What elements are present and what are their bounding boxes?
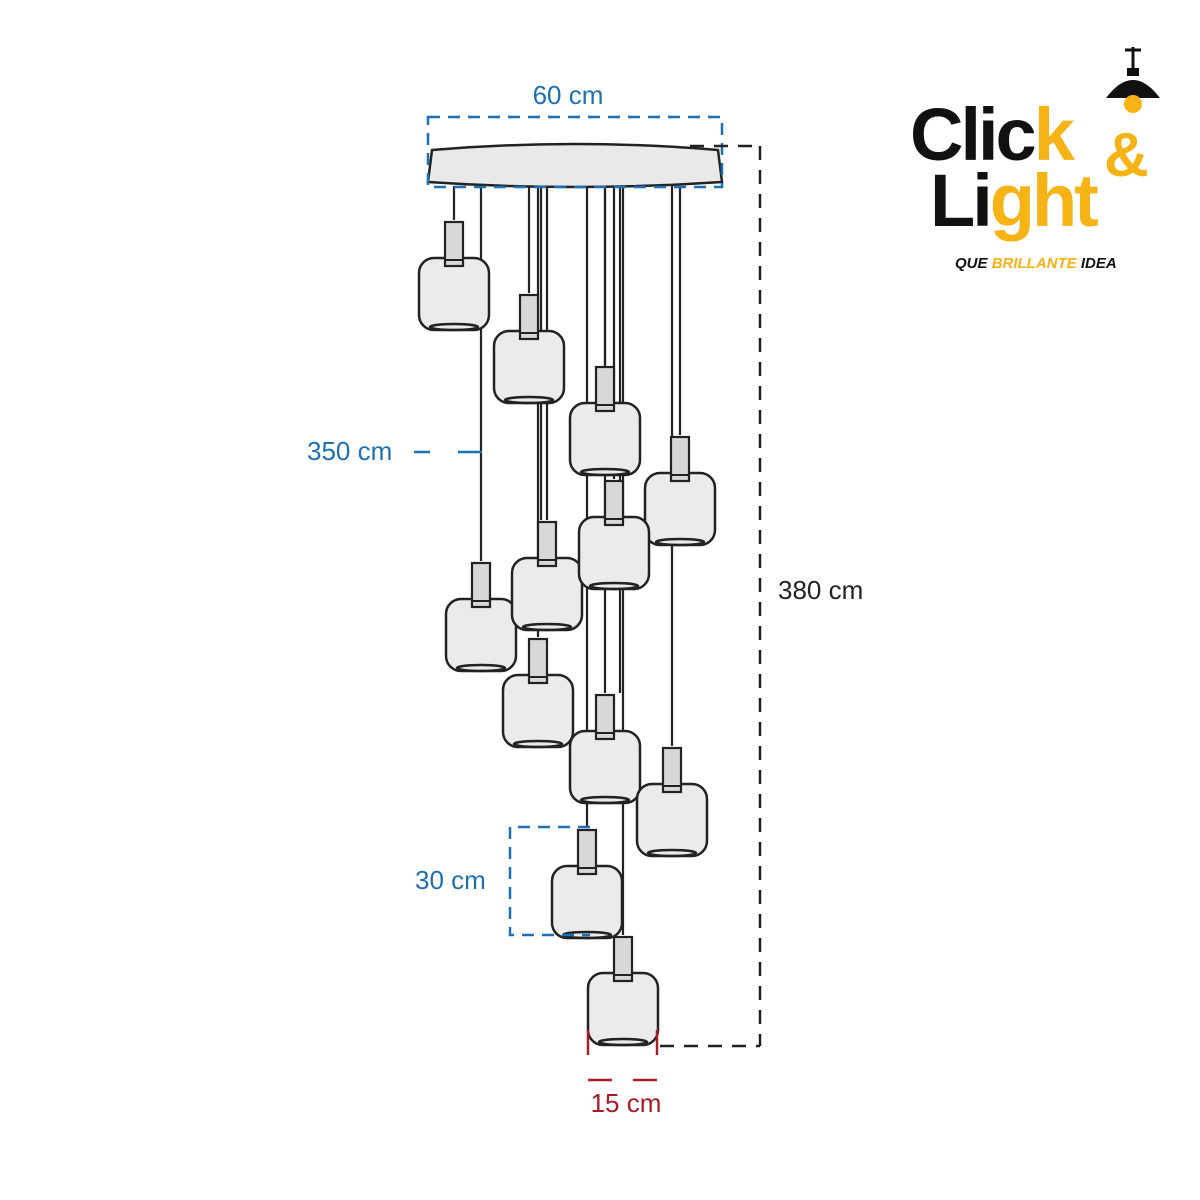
logo-word-click: Clic — [910, 93, 1035, 176]
svg-text:Click: Click — [910, 93, 1076, 176]
ceiling-canopy — [426, 142, 724, 189]
logo-tagline-brillante: BRILLANTE — [992, 255, 1078, 272]
dim-height-label: 380 cm — [778, 575, 863, 605]
svg-text:QUE BRILLANTE IDEA: QUE BRILLANTE IDEA — [955, 255, 1117, 272]
brand-logo: Click & Light QUE BRILLANTE IDEA — [910, 47, 1160, 272]
pendant-lamp — [568, 693, 642, 805]
pendant-lamp — [417, 220, 491, 332]
shade-rim — [455, 663, 507, 673]
lamp-socket — [612, 935, 634, 983]
glass-shade — [586, 971, 660, 1047]
glass-shade — [577, 515, 651, 591]
lamp-socket — [576, 828, 598, 876]
pendant-lamp — [568, 365, 642, 477]
shade-rim — [512, 739, 564, 749]
dim-cable-label: 350 cm — [307, 436, 392, 466]
pendant-lamp — [550, 828, 624, 940]
glass-shade — [568, 729, 642, 805]
lamp-socket — [594, 693, 616, 741]
pendant-lamp — [492, 293, 566, 405]
glass-shade — [417, 256, 491, 332]
lamp-socket — [518, 293, 540, 341]
pendant-lamp — [577, 479, 651, 591]
glass-shade — [550, 864, 624, 940]
logo-word-click-k: k — [1034, 93, 1076, 176]
shade-rim — [579, 467, 631, 477]
lamp-socket — [594, 365, 616, 413]
shade-rim — [503, 395, 555, 405]
dim-shade-height-marker — [508, 825, 590, 937]
shade-rim — [428, 322, 480, 332]
lamp-socket — [536, 520, 558, 568]
glass-shade — [501, 673, 575, 749]
pendant-group — [417, 220, 717, 1047]
shade-rim — [597, 1037, 649, 1047]
logo-lamp-icon — [1106, 47, 1160, 113]
logo-word-light: Li — [930, 159, 990, 242]
pendant-lamp — [635, 746, 709, 858]
glass-shade — [635, 782, 709, 858]
glass-shade — [444, 597, 518, 673]
lamp-socket — [669, 435, 691, 483]
lamp-socket — [470, 561, 492, 609]
glass-shade — [643, 471, 717, 547]
dim-width-marker — [426, 115, 724, 189]
dim-height-marker — [660, 144, 762, 1048]
shade-rim — [588, 581, 640, 591]
logo-tagline-idea: IDEA — [1077, 255, 1117, 272]
dim-shade-width-marker — [586, 1030, 659, 1082]
pendant-lamp — [501, 637, 575, 749]
lamp-socket — [661, 746, 683, 794]
logo-tagline-que: QUE — [955, 255, 992, 272]
lamp-socket — [443, 220, 465, 268]
logo-ampersand: & — [1104, 121, 1149, 190]
shade-rim — [521, 622, 573, 632]
pendant-lamp — [444, 561, 518, 673]
pendant-lamp — [510, 520, 584, 632]
glass-shade — [510, 556, 584, 632]
pendant-lamp — [643, 435, 717, 547]
shade-rim — [579, 795, 631, 805]
pendant-lamp — [586, 935, 660, 1047]
dim-width-label: 60 cm — [533, 80, 604, 110]
logo-word-light-accent: ght — [990, 159, 1098, 242]
svg-text:Light: Light — [930, 159, 1098, 242]
glass-shade — [492, 329, 566, 405]
shade-rim — [654, 537, 706, 547]
lamp-socket — [527, 637, 549, 685]
lamp-socket — [603, 479, 625, 527]
dim-shade-height-label: 30 cm — [415, 865, 486, 895]
glass-shade — [568, 401, 642, 477]
shade-rim — [646, 848, 698, 858]
dim-shade-width-label: 15 cm — [591, 1088, 662, 1118]
